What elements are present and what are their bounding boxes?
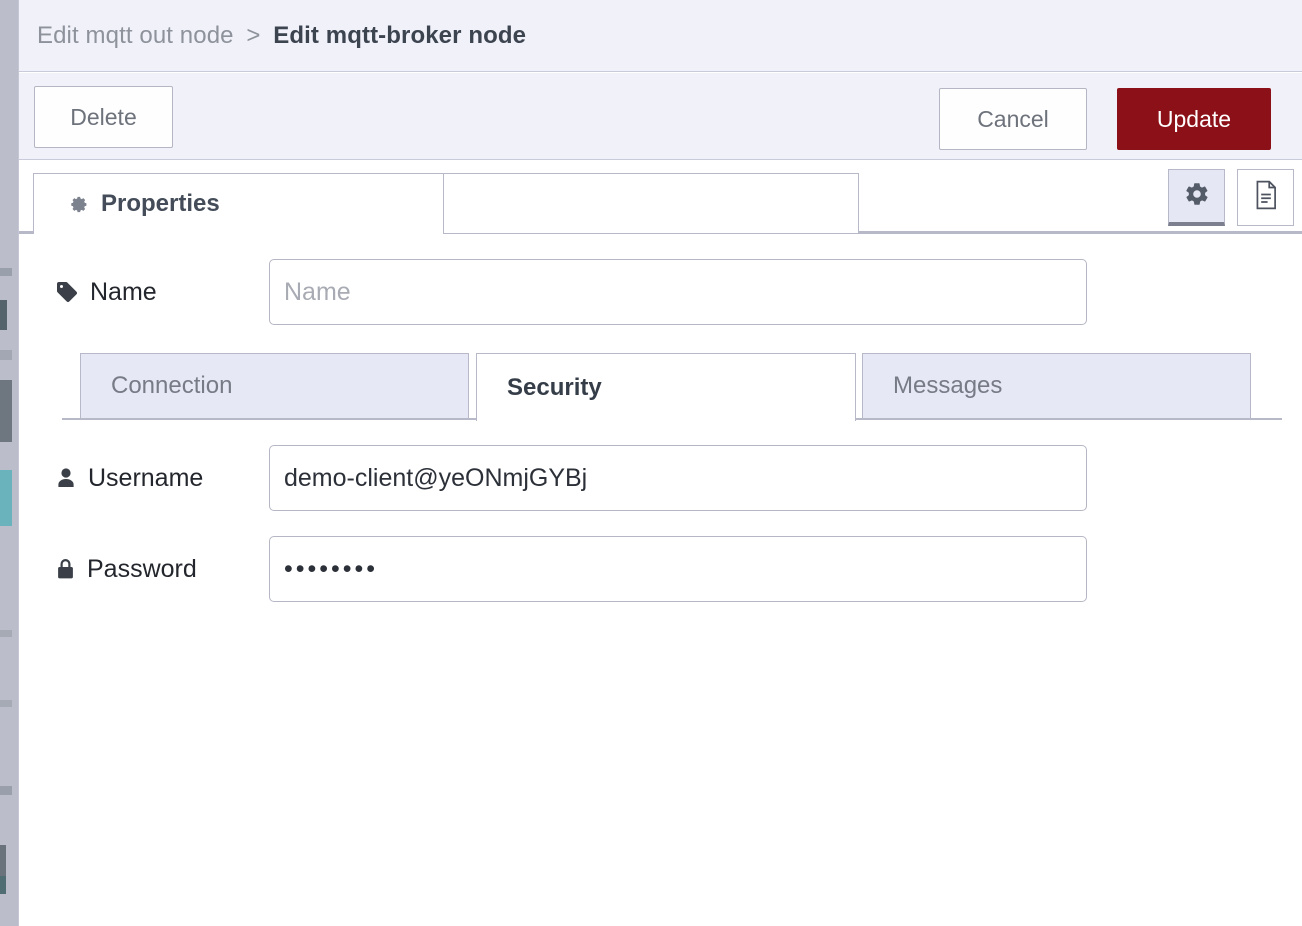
dialog-toolbar: Delete Cancel Update — [19, 73, 1302, 160]
username-input[interactable] — [269, 445, 1087, 511]
breadcrumb: Edit mqtt out node > Edit mqtt-broker no… — [37, 22, 526, 50]
tab-strip: Properties — [19, 161, 1302, 234]
backdrop-fragment — [0, 876, 6, 894]
editor-backdrop — [0, 0, 18, 926]
backdrop-fragment — [0, 786, 12, 795]
breadcrumb-current: Edit mqtt-broker node — [273, 21, 527, 49]
form-row-name: Name — [55, 259, 1087, 325]
username-label-text: Username — [88, 463, 204, 492]
update-button-label: Update — [1156, 105, 1232, 132]
tab-properties-label: Properties — [101, 190, 220, 217]
backdrop-fragment — [0, 630, 12, 637]
backdrop-fragment — [0, 380, 12, 442]
user-icon — [55, 466, 77, 490]
gear-icon — [1184, 181, 1210, 212]
dialog-header: Edit mqtt out node > Edit mqtt-broker no… — [19, 0, 1302, 72]
backdrop-fragment — [0, 350, 12, 360]
password-label-text: Password — [87, 554, 197, 583]
subtab-connection-label: Connection — [111, 372, 233, 399]
subtab-messages-label: Messages — [893, 372, 1003, 399]
tag-icon — [55, 280, 79, 304]
breadcrumb-separator: > — [246, 21, 261, 49]
node-edit-dialog: Edit mqtt out node > Edit mqtt-broker no… — [18, 0, 1302, 926]
backdrop-fragment — [0, 470, 12, 526]
gear-icon — [66, 193, 89, 216]
lock-icon — [55, 557, 76, 581]
password-input[interactable] — [269, 536, 1087, 602]
form-body: Name Connection Security Messages — [19, 234, 1302, 926]
backdrop-fragment — [0, 845, 6, 885]
form-row-password: Password — [55, 536, 1087, 602]
cancel-button-label: Cancel — [977, 105, 1049, 132]
backdrop-fragment — [0, 268, 12, 276]
backdrop-fragment — [0, 300, 7, 330]
subtab-security[interactable]: Security — [476, 353, 856, 421]
name-label-text: Name — [90, 277, 157, 306]
name-label: Name — [55, 278, 269, 307]
subtab-connection[interactable]: Connection — [80, 353, 469, 419]
delete-button-label: Delete — [70, 103, 137, 130]
subtab-security-label: Security — [507, 373, 602, 401]
name-input[interactable] — [269, 259, 1087, 325]
delete-button[interactable]: Delete — [34, 86, 173, 148]
breadcrumb-parent[interactable]: Edit mqtt out node — [37, 21, 234, 49]
update-button[interactable]: Update — [1117, 88, 1271, 150]
subtab-messages[interactable]: Messages — [862, 353, 1251, 419]
password-label: Password — [55, 555, 269, 584]
settings-icon-button[interactable] — [1168, 169, 1225, 226]
document-icon — [1253, 180, 1279, 215]
backdrop-fragment — [0, 700, 12, 707]
tab-properties[interactable]: Properties — [33, 173, 444, 234]
cancel-button[interactable]: Cancel — [939, 88, 1087, 150]
tab-strip-filler — [429, 173, 859, 234]
description-icon-button[interactable] — [1237, 169, 1294, 226]
username-label: Username — [55, 464, 269, 493]
form-row-username: Username — [55, 445, 1087, 511]
subtab-strip: Connection Security Messages — [62, 353, 1282, 421]
